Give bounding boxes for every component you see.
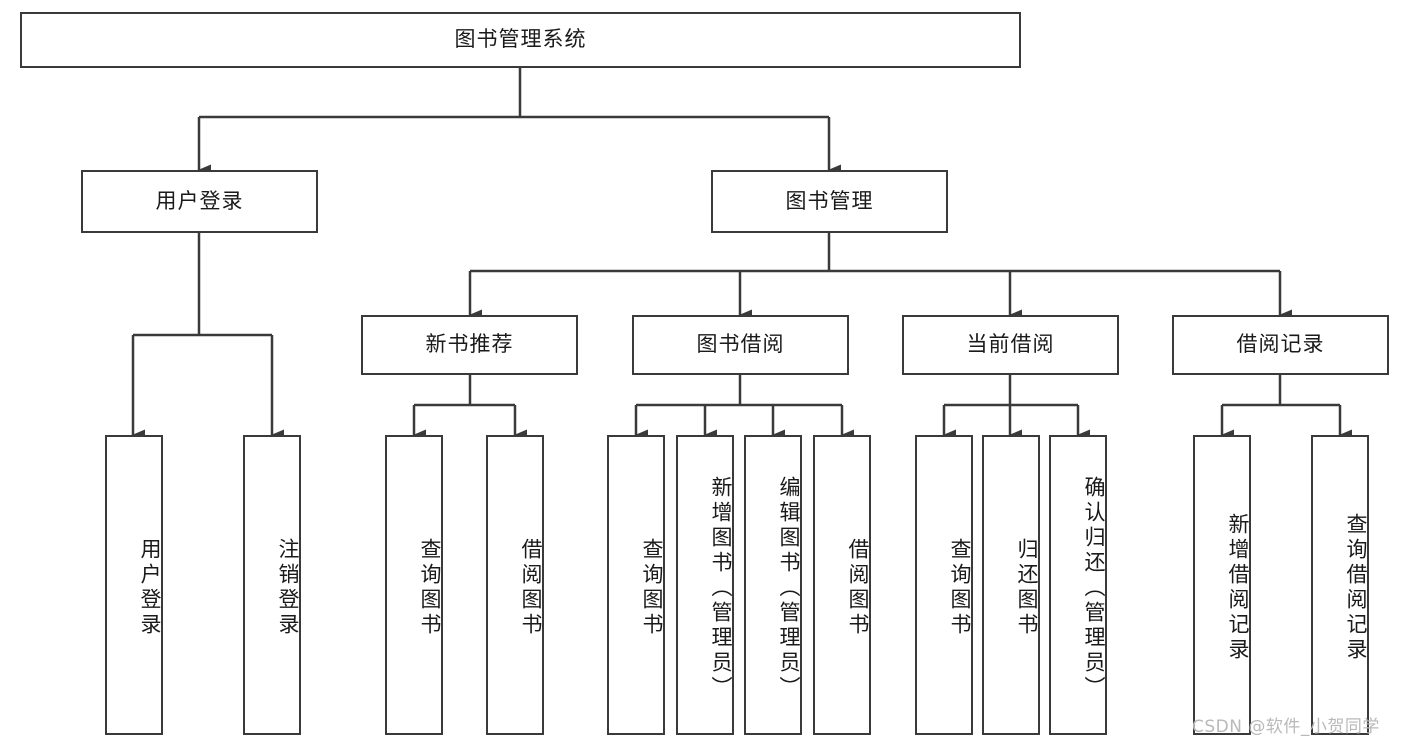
node-label: 用户登录 [155,188,244,213]
node-label: 图书管理 [785,188,874,213]
leaf-return-book[interactable]: 归还图书 [982,435,1040,735]
leaf-query-book-recommend[interactable]: 查询图书 [385,435,443,735]
node-borrow-record[interactable]: 借阅记录 [1172,315,1389,375]
node-current-borrow[interactable]: 当前借阅 [902,315,1119,375]
node-label: 确认归还（管理员） [1082,475,1106,701]
leaf-query-book-current[interactable]: 查询图书 [915,435,973,735]
leaf-add-book-admin[interactable]: 新增图书（管理员） [676,435,734,735]
leaf-edit-book-admin[interactable]: 编辑图书（管理员） [744,435,802,735]
node-label: 图书管理系统 [454,27,587,52]
node-label: 图书借阅 [696,332,785,357]
node-label: 当前借阅 [966,332,1055,357]
node-label: 借阅图书 [519,538,543,638]
node-label: 查询借阅记录 [1344,513,1368,663]
node-label: 编辑图书（管理员） [777,475,801,701]
node-label: 借阅记录 [1236,332,1325,357]
node-label: 用户登录 [138,538,162,638]
node-book-management[interactable]: 图书管理 [711,170,948,233]
node-label: 新增图书（管理员） [709,475,733,701]
leaf-borrow-book[interactable]: 借阅图书 [813,435,871,735]
leaf-confirm-return-admin[interactable]: 确认归还（管理员） [1049,435,1107,735]
leaf-add-borrow-record[interactable]: 新增借阅记录 [1193,435,1251,735]
node-label: 新增借阅记录 [1226,513,1250,663]
node-label: 查询图书 [418,538,442,638]
leaf-borrow-book-recommend[interactable]: 借阅图书 [486,435,544,735]
node-label: 查询图书 [640,538,664,638]
node-label: 新书推荐 [425,332,514,357]
node-label: 注销登录 [276,538,300,638]
node-label: 查询图书 [948,538,972,638]
leaf-logout[interactable]: 注销登录 [243,435,301,735]
csdn-watermark: CSDN @软件_小贺同学 [1192,717,1380,737]
node-user-login[interactable]: 用户登录 [81,170,318,233]
node-label: 借阅图书 [846,538,870,638]
leaf-user-login[interactable]: 用户登录 [105,435,163,735]
node-root-system[interactable]: 图书管理系统 [20,12,1021,68]
leaf-query-book-borrow[interactable]: 查询图书 [607,435,665,735]
node-label: 归还图书 [1015,538,1039,638]
leaf-query-borrow-record[interactable]: 查询借阅记录 [1311,435,1369,735]
node-new-book-recommend[interactable]: 新书推荐 [361,315,578,375]
node-book-borrow[interactable]: 图书借阅 [632,315,849,375]
